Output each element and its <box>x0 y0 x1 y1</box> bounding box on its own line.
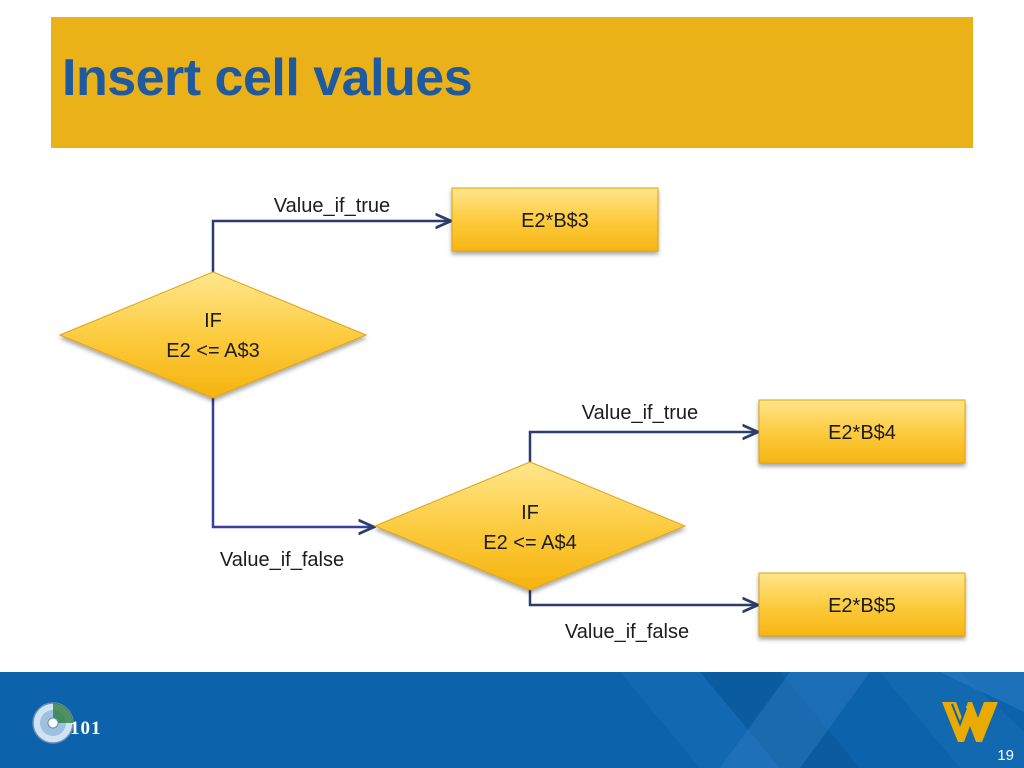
result-box-1: E2*B$3 <box>451 187 659 252</box>
slide-title: Insert cell values <box>62 49 473 107</box>
edge-label-d2-true: Value_if_true <box>582 402 698 424</box>
decision-1-line1: IF <box>204 310 222 332</box>
logo-text: 101 <box>70 718 102 739</box>
footer-band: 101 19 <box>0 672 1024 768</box>
edge-label-d1-true: Value_if_true <box>274 195 390 217</box>
result-box-3: E2*B$5 <box>758 572 966 637</box>
decision-2-line2: E2 <= A$4 <box>483 532 576 554</box>
footer-decoration <box>620 672 1024 768</box>
cd-disc-icon <box>32 702 74 744</box>
connector-d1-false <box>211 398 374 527</box>
decision-1-line2: E2 <= A$3 <box>166 340 259 362</box>
flying-wv-icon <box>942 702 998 742</box>
edge-label-d1-false: Value_if_false <box>220 549 344 571</box>
connector-d2-true <box>528 432 758 462</box>
title-band <box>51 17 973 148</box>
result-3-text: E2*B$5 <box>828 595 896 617</box>
result-1-text: E2*B$3 <box>521 210 589 232</box>
result-box-2: E2*B$4 <box>758 399 966 464</box>
edge-label-d2-false: Value_if_false <box>565 621 689 643</box>
decision-diamond-2: IF E2 <= A$4 <box>373 461 687 591</box>
flowchart: IF E2 <= A$3 IF E2 <= A$4 E2*B$3 E2*B$4 … <box>58 187 966 643</box>
connector-d1-true <box>211 221 451 272</box>
connector-d2-false <box>528 590 758 605</box>
page-number: 19 <box>997 747 1014 764</box>
decision-2-line1: IF <box>521 502 539 524</box>
decision-diamond-1: IF E2 <= A$3 <box>58 271 368 399</box>
result-2-text: E2*B$4 <box>828 422 896 444</box>
